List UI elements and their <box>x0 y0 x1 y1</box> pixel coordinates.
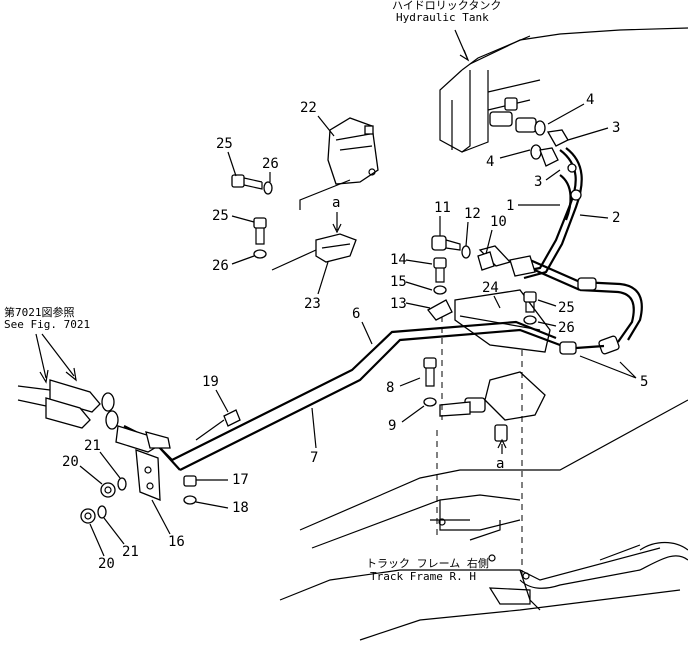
bracket-16 <box>135 449 161 501</box>
bolt-group-center <box>423 235 495 407</box>
callout-7: 7 <box>310 450 318 466</box>
see-fig-arrow-2 <box>41 333 77 382</box>
callout-26-middle: 26 <box>212 258 229 274</box>
callout-11: 11 <box>434 200 451 216</box>
callout-19: 19 <box>202 374 219 390</box>
hose-1-2 <box>519 147 583 280</box>
bolt-25-26-group-top <box>231 174 273 259</box>
view-a-label-bottom: a <box>496 456 504 472</box>
callout-26-right: 26 <box>558 320 575 336</box>
hydraulic-tank <box>439 27 688 153</box>
cover-22 <box>299 117 379 210</box>
callouts: 1 2 3 3 4 4 5 6 7 8 9 10 11 12 13 14 15 … <box>62 92 648 572</box>
callout-20-lower: 20 <box>98 556 115 572</box>
callout-10: 10 <box>490 214 507 230</box>
hydraulic-tank-arrow <box>459 49 470 62</box>
view-a-arrow-top <box>332 212 342 234</box>
view-a-arrow-bottom <box>497 438 507 454</box>
callout-13: 13 <box>390 296 407 312</box>
callout-22: 22 <box>300 100 317 116</box>
hose-5 <box>529 258 643 355</box>
callout-16: 16 <box>168 534 185 550</box>
callout-21-upper: 21 <box>84 438 101 454</box>
callout-9: 9 <box>388 418 396 434</box>
bolt-17-18 <box>183 475 197 505</box>
callout-2: 2 <box>612 210 620 226</box>
pipe-junction-block <box>439 371 546 442</box>
callout-23: 23 <box>304 296 321 312</box>
see-fig-arrow-1 <box>35 333 49 384</box>
bracket-23 <box>271 233 357 271</box>
clip-19 <box>195 409 241 441</box>
callout-12: 12 <box>464 206 481 222</box>
callout-6: 6 <box>352 306 360 322</box>
hydraulic-tank-label-jp: ハイドロリックタンク <box>392 0 501 12</box>
callout-1: 1 <box>506 198 514 214</box>
bolt-25-26-group-right <box>523 291 537 325</box>
track-frame-label-en: Track Frame R. H <box>370 570 476 583</box>
tank-fittings <box>489 97 569 167</box>
left-fittings <box>17 379 171 453</box>
callout-25-right: 25 <box>558 300 575 316</box>
see-fig-label-jp: 第7021図参照 <box>4 305 75 319</box>
callout-25-top: 25 <box>216 136 233 152</box>
callout-21-lower: 21 <box>122 544 139 560</box>
callout-17: 17 <box>232 472 249 488</box>
track-frame-label-jp: トラック フレーム 右側 <box>366 556 489 570</box>
callout-3-lower: 3 <box>534 174 542 190</box>
track-frame <box>279 399 688 641</box>
callout-15: 15 <box>390 274 407 290</box>
callout-8: 8 <box>386 380 394 396</box>
callout-25-middle: 25 <box>212 208 229 224</box>
callout-18: 18 <box>232 500 249 516</box>
callout-4-lower: 4 <box>486 154 494 170</box>
callout-4-upper: 4 <box>586 92 594 108</box>
hydraulic-tank-label-en: Hydraulic Tank <box>396 11 489 24</box>
view-a-label-top: a <box>332 195 340 211</box>
callout-14: 14 <box>390 252 407 268</box>
callout-26-top: 26 <box>262 156 279 172</box>
callout-5: 5 <box>640 374 648 390</box>
callout-20-upper: 20 <box>62 454 79 470</box>
see-fig-label-en: See Fig. 7021 <box>4 318 90 331</box>
nuts-20-21 <box>80 477 127 524</box>
callout-3-upper: 3 <box>612 120 620 136</box>
callout-24: 24 <box>482 280 499 296</box>
